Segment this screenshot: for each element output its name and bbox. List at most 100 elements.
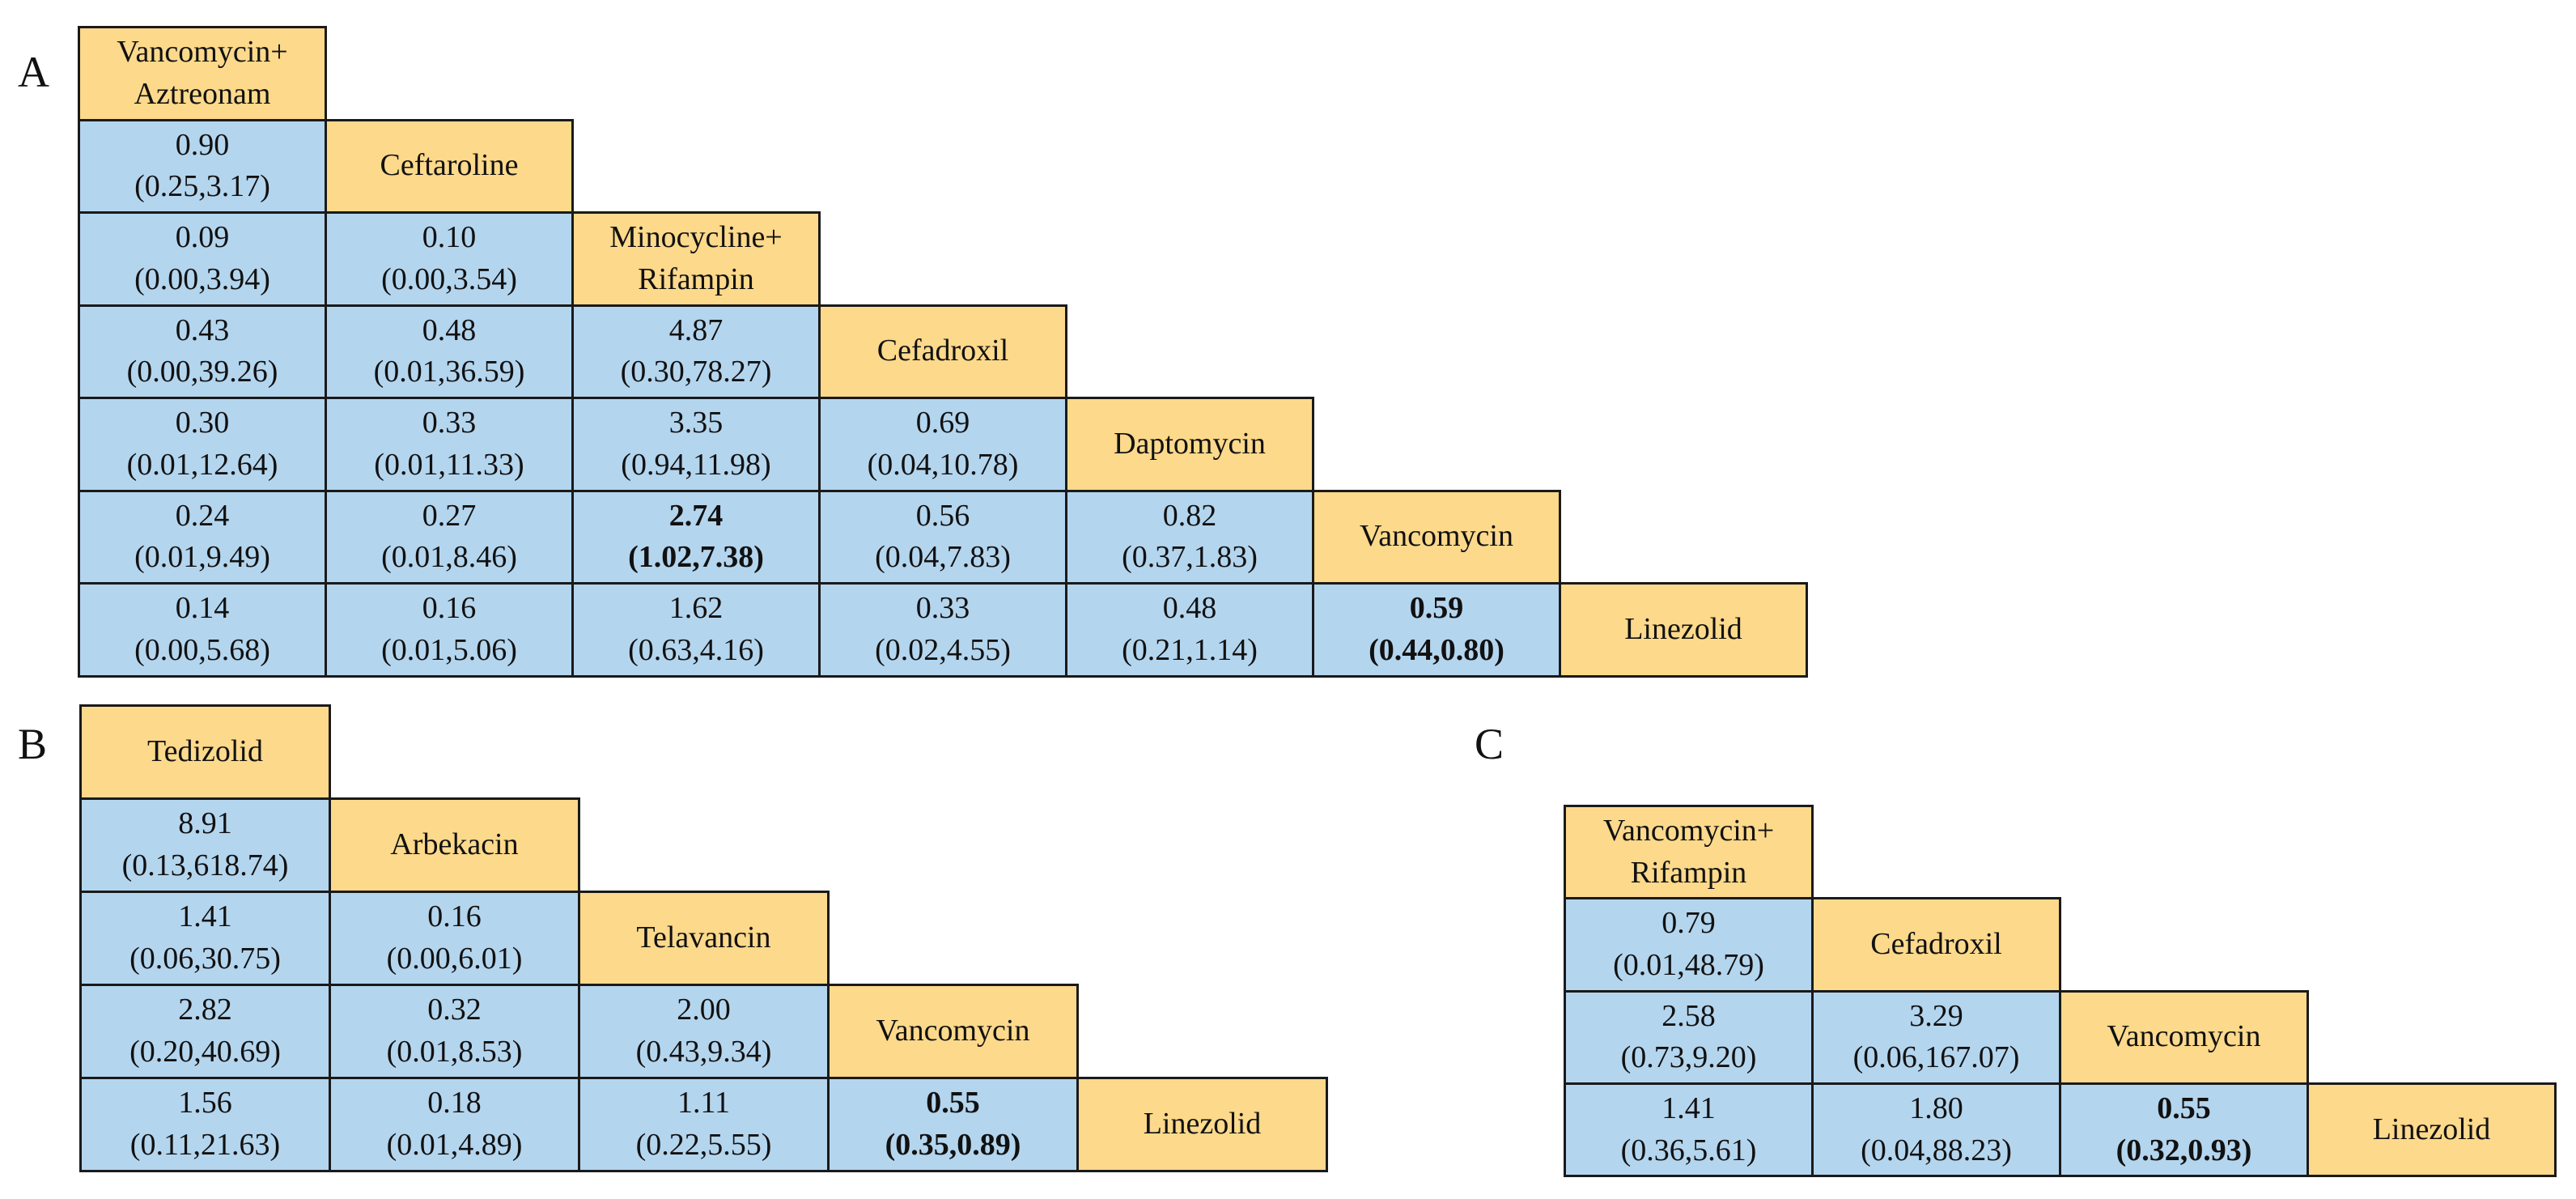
effect-estimate: 1.56 xyxy=(178,1086,232,1120)
treatment-cell: Vancomycin xyxy=(827,984,1079,1079)
treatment-name: Vancomycin xyxy=(2107,1019,2261,1054)
treatment-cell: Minocycline+ Rifampin xyxy=(571,211,821,307)
treatment-name: Rifampin xyxy=(638,261,754,296)
comparison-cell: 1.62 (0.63,4.16) xyxy=(571,582,821,678)
treatment-cell: Cefadroxil xyxy=(1811,897,2061,993)
treatment-name: Vancomycin+ xyxy=(117,35,288,70)
treatment-cell: Vancomycin+Rifampin xyxy=(1564,805,1814,900)
effect-estimate: 0.82 xyxy=(1162,498,1217,533)
treatment-name: Telavancin xyxy=(636,921,771,955)
confidence-interval: (0.00,39.26) xyxy=(126,355,278,389)
confidence-interval: (0.11,21.63) xyxy=(129,1128,281,1162)
comparison-cell: 0.82 (0.37,1.83) xyxy=(1065,489,1314,585)
confidence-interval: (0.01,8.53) xyxy=(386,1035,523,1069)
treatment-name: Cefadroxil xyxy=(876,334,1009,368)
confidence-interval: (0.43,9.34) xyxy=(635,1035,772,1069)
confidence-interval: (0.21,1.14) xyxy=(1122,632,1258,667)
confidence-interval: (0.35,0.89) xyxy=(885,1128,1021,1162)
effect-estimate: 0.55 xyxy=(2157,1091,2211,1125)
confidence-interval: (0.01,5.06) xyxy=(381,632,517,667)
comparison-cell: 0.55 (0.32,0.93) xyxy=(2059,1082,2309,1178)
panel-label: B xyxy=(18,720,48,768)
effect-estimate: 0.24 xyxy=(175,498,230,533)
confidence-interval: (0.37,1.83) xyxy=(1122,540,1258,575)
effect-estimate: 0.55 xyxy=(926,1086,980,1120)
comparison-cell: 0.27(0.01,8.46) xyxy=(325,489,574,585)
confidence-interval: (0.00,5.68) xyxy=(134,632,270,667)
comparison-cell: 0.16 (0.01,5.06) xyxy=(325,582,574,678)
effect-estimate: 0.18 xyxy=(427,1086,482,1120)
treatment-cell: Vancomycin+Aztreonam xyxy=(78,26,327,121)
comparison-cell: 0.48(0.01,36.59) xyxy=(325,304,574,399)
confidence-interval: (0.06,167.07) xyxy=(1852,1040,2020,1075)
treatment-cell: Linezolid xyxy=(1076,1077,1328,1172)
effect-estimate: 0.32 xyxy=(427,993,482,1027)
confidence-interval: (0.13,618.74) xyxy=(121,848,289,882)
comparison-cell: 2.74 (1.02,7.38) xyxy=(571,489,821,585)
treatment-cell: Linezolid xyxy=(1559,582,1808,678)
comparison-cell: 4.87 (0.30,78.27) xyxy=(571,304,821,399)
comparison-cell: 0.48 (0.21,1.14) xyxy=(1065,582,1314,678)
effect-estimate: 0.10 xyxy=(422,220,477,255)
confidence-interval: (0.01,48.79) xyxy=(1613,947,1764,982)
confidence-interval: (0.73,9.20) xyxy=(1620,1040,1757,1075)
treatment-name: Vancomycin xyxy=(1360,519,1513,554)
confidence-interval: (0.04,10.78) xyxy=(867,447,1019,482)
effect-estimate: 0.56 xyxy=(915,498,970,533)
effect-estimate: 2.74 xyxy=(668,498,724,533)
effect-estimate: 0.48 xyxy=(1162,591,1217,626)
comparison-cell: 3.29 (0.06,167.07) xyxy=(1811,989,2061,1085)
effect-estimate: 3.29 xyxy=(1909,998,1963,1033)
treatment-name: Cefadroxil xyxy=(1870,927,2002,962)
comparison-cell: 0.32 (0.01,8.53) xyxy=(329,984,580,1079)
confidence-interval: (0.01,11.33) xyxy=(374,447,524,482)
confidence-interval: (1.02,7.38) xyxy=(628,540,764,575)
confidence-interval: (0.02,4.55) xyxy=(875,632,1011,667)
treatment-cell: Tedizolid xyxy=(79,704,331,800)
effect-estimate: 2.00 xyxy=(677,993,731,1027)
comparison-cell: 0.43(0.00,39.26) xyxy=(78,304,327,399)
treatment-name: Linezolid xyxy=(2372,1112,2491,1146)
confidence-interval: (0.00,3.94) xyxy=(134,261,270,296)
confidence-interval: (0.36,5.61) xyxy=(1620,1133,1757,1167)
treatment-name: Daptomycin xyxy=(1114,426,1266,461)
confidence-interval: (0.01,4.89) xyxy=(386,1128,523,1162)
treatment-name: Linezolid xyxy=(1624,611,1742,646)
effect-estimate: 0.16 xyxy=(427,899,482,934)
effect-estimate: 0.59 xyxy=(1409,591,1464,626)
effect-estimate: 1.62 xyxy=(668,591,724,626)
treatment-cell: Vancomycin xyxy=(1312,489,1561,585)
confidence-interval: (0.94,11.98) xyxy=(621,447,771,482)
effect-estimate: 1.11 xyxy=(677,1086,731,1120)
effect-estimate: 0.16 xyxy=(422,591,477,626)
treatment-cell: Linezolid xyxy=(2307,1082,2557,1178)
confidence-interval: (0.30,78.27) xyxy=(620,355,772,389)
confidence-interval: (0.04,7.83) xyxy=(875,540,1011,575)
confidence-interval: (0.32,0.93) xyxy=(2116,1133,2252,1167)
effect-estimate: 2.58 xyxy=(1661,998,1716,1033)
comparison-cell: 0.14(0.00,5.68) xyxy=(78,582,327,678)
treatment-cell: Daptomycin xyxy=(1065,397,1314,492)
confidence-interval: (0.01,9.49) xyxy=(134,540,270,575)
comparison-cell: 0.79(0.01,48.79) xyxy=(1564,897,1814,993)
treatment-cell: Ceftaroline xyxy=(325,118,574,214)
effect-estimate: 0.69 xyxy=(915,406,970,440)
effect-estimate: 4.87 xyxy=(668,313,724,347)
treatment-name: Minocycline+ xyxy=(609,220,783,255)
comparison-cell: 0.10(0.00,3.54) xyxy=(325,211,574,307)
comparison-cell: 2.00 (0.43,9.34) xyxy=(578,984,830,1079)
comparison-cell: 0.59(0.44,0.80) xyxy=(1312,582,1561,678)
comparison-cell: 1.41(0.06,30.75) xyxy=(79,891,331,986)
effect-estimate: 3.35 xyxy=(668,406,724,440)
confidence-interval: (0.01,36.59) xyxy=(373,355,525,389)
effect-estimate: 0.27 xyxy=(422,498,477,533)
effect-estimate: 0.90 xyxy=(175,127,230,162)
comparison-cell: 0.56 (0.04,7.83) xyxy=(818,489,1067,585)
effect-estimate: 2.82 xyxy=(178,993,232,1027)
confidence-interval: (0.63,4.16) xyxy=(628,632,764,667)
treatment-cell: Vancomycin xyxy=(2059,989,2309,1085)
treatment-name: Rifampin xyxy=(1630,855,1747,890)
comparison-cell: 0.24 (0.01,9.49) xyxy=(78,489,327,585)
comparison-cell: 0.55 (0.35,0.89) xyxy=(827,1077,1079,1172)
comparison-cell: 0.90(0.25,3.17) xyxy=(78,118,327,214)
